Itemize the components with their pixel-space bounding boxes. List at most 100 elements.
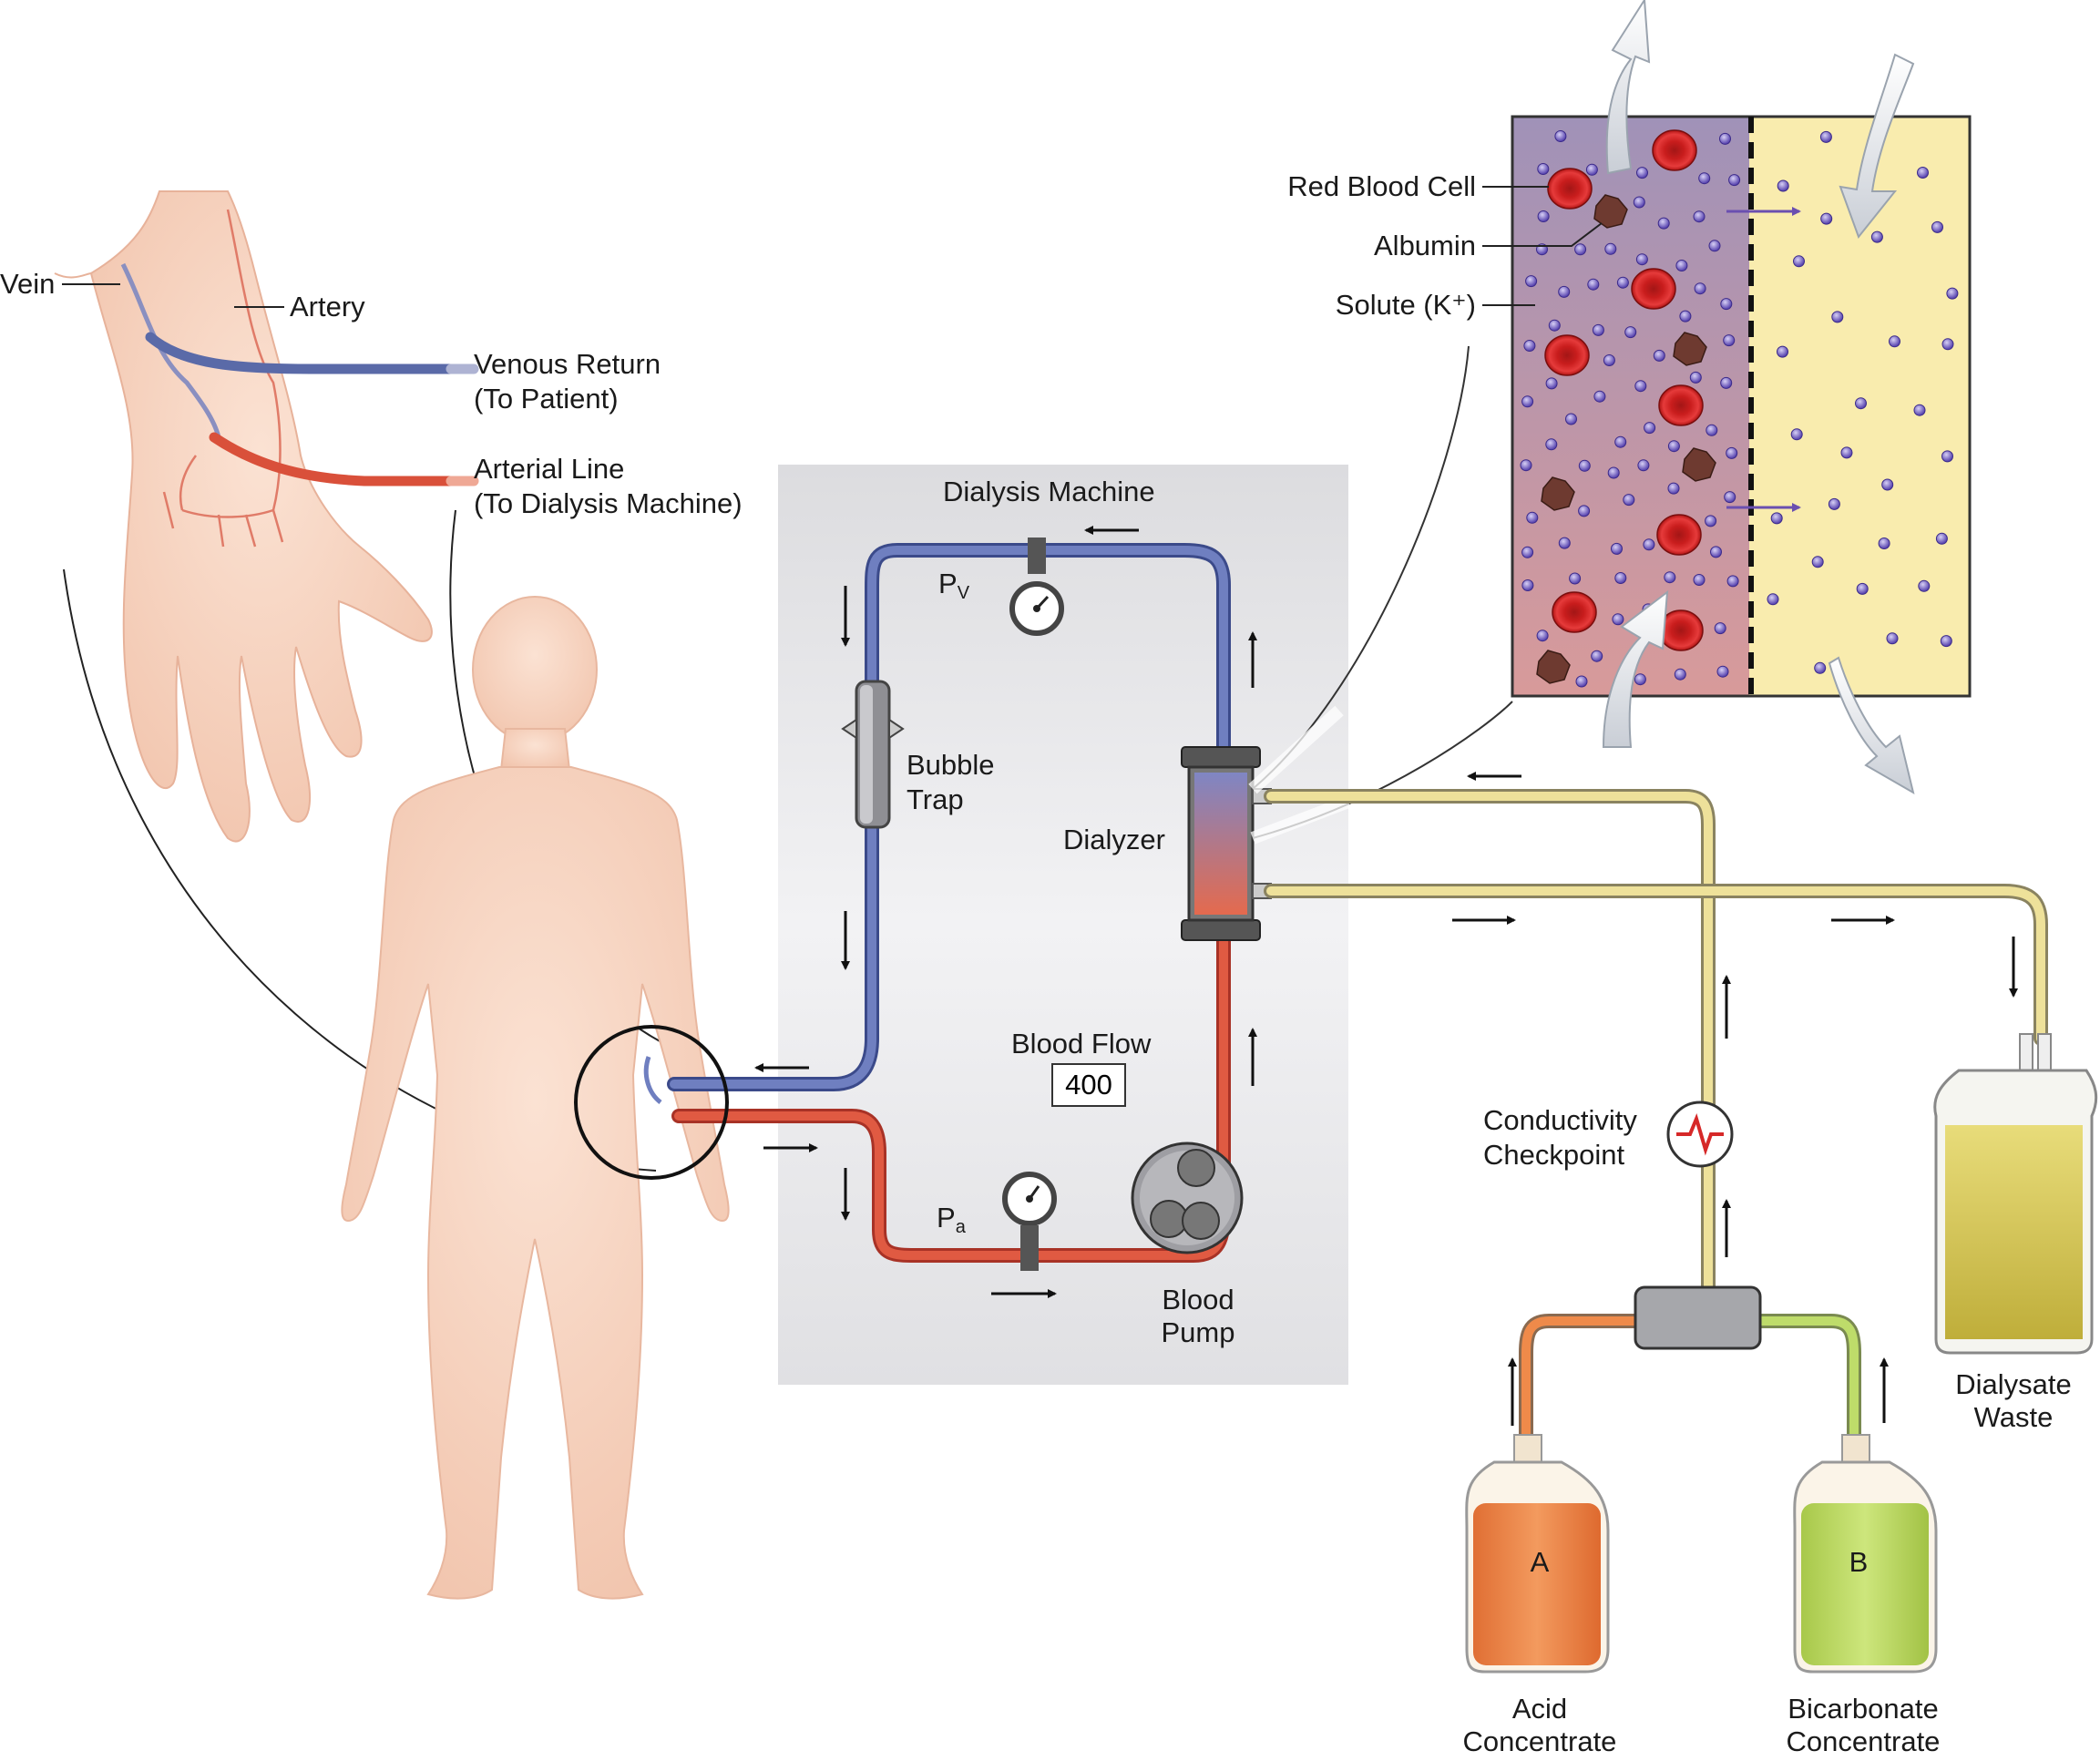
albumin-molecule: [1673, 332, 1707, 366]
solute-particle: [1855, 397, 1867, 410]
solute-particle: [1814, 661, 1827, 674]
pv-label: PV: [938, 567, 969, 610]
pv-subscript: V: [957, 583, 970, 603]
solute-particle: [1578, 459, 1591, 472]
solute-particle: [1604, 242, 1617, 255]
red-blood-cell: [1552, 591, 1597, 633]
solute-particle: [1726, 446, 1738, 459]
solute-particle: [1633, 196, 1645, 209]
access-site-magnifier: [574, 1025, 729, 1180]
arterial-pressure-gauge: [1002, 1172, 1057, 1271]
small-flow-arrows: [754, 526, 2018, 1426]
dialyzer: [1181, 746, 1272, 941]
solute-particle: [1593, 390, 1606, 403]
solute-particle: [1636, 167, 1648, 179]
solute-particle: [1720, 298, 1733, 311]
dialysis-machine-title: Dialysis Machine: [943, 476, 1155, 507]
solute-particle: [1558, 537, 1571, 549]
conductivity-label-2: Checkpoint: [1483, 1139, 1625, 1171]
red-blood-cell: [1658, 384, 1704, 426]
solute-particle: [1657, 217, 1670, 230]
red-blood-cell: [1652, 129, 1697, 171]
bicarbonate-concentrate-bottle: [1793, 1434, 1938, 1674]
venous-return-label-1: Venous Return: [474, 348, 661, 380]
solute-particle: [1770, 512, 1783, 525]
dialysate-waste-label-2: Waste: [1973, 1401, 2054, 1433]
rbc-label: Red Blood Cell: [1287, 170, 1476, 202]
solute-particle: [1634, 380, 1647, 393]
solute-particle: [1889, 335, 1900, 348]
solute-particle: [1664, 571, 1676, 584]
albumin-molecule: [1682, 447, 1716, 482]
bubble-trap: [841, 680, 905, 829]
solute-particle: [1940, 635, 1952, 648]
solute-particle: [1706, 424, 1718, 436]
arterial-line-tube: [209, 432, 456, 486]
venous-return-tube: [145, 332, 456, 374]
solute-particle: [1828, 497, 1840, 510]
solute-particle: [1720, 376, 1733, 389]
solute-particle: [1705, 515, 1717, 527]
solute-particle: [1724, 491, 1736, 504]
solute-particle: [1856, 582, 1869, 595]
solute-particle: [1790, 428, 1803, 441]
solute-particle: [1614, 572, 1627, 584]
solute-particle: [1777, 345, 1788, 358]
solute-particle: [1545, 377, 1558, 390]
blood-pump: [1131, 1142, 1244, 1254]
albumin-molecule: [1536, 650, 1571, 684]
solute-particle: [1574, 243, 1587, 256]
solute-particle: [1521, 579, 1534, 591]
solute-particle: [1521, 546, 1534, 558]
solute-particle: [1941, 338, 1954, 351]
solute-particle: [1793, 255, 1805, 268]
solute-particle: [1565, 413, 1577, 425]
solute-particle: [1521, 395, 1534, 408]
arterial-line-label-2: (To Dialysis Machine): [474, 487, 743, 519]
blood-pump-label-1: Blood: [1162, 1284, 1234, 1316]
solute-particle: [1611, 542, 1623, 555]
membrane-closeup: [1511, 115, 1972, 698]
patient-body: [341, 596, 730, 1600]
red-blood-cell: [1631, 268, 1676, 310]
solute-particle: [1635, 253, 1648, 266]
pa-label: Pa: [937, 1201, 966, 1244]
solute-particle: [1667, 482, 1680, 495]
solute-particle: [1591, 650, 1603, 662]
pa-subscript: a: [955, 1217, 966, 1237]
acid-concentrate-bottle: [1465, 1434, 1610, 1674]
solute-particle: [1607, 466, 1620, 479]
solute-particle: [1719, 132, 1731, 145]
solute-particle: [1831, 311, 1844, 323]
venous-return-label-2: (To Patient): [474, 383, 619, 415]
solute-particle: [1554, 130, 1567, 142]
albumin-leader: [1482, 222, 1603, 247]
solute-particle: [1693, 574, 1706, 586]
solute-particle: [1918, 579, 1931, 592]
solute-particle: [1637, 459, 1650, 472]
bicarb-bottle-letter: B: [1849, 1546, 1869, 1578]
solute-particle: [1537, 210, 1550, 222]
solute-particle: [1674, 668, 1686, 681]
solute-particle: [1881, 478, 1894, 491]
flow-arrows-3d: [1602, 0, 1915, 795]
solute-particle: [1878, 538, 1890, 549]
blood-pump-label-2: Pump: [1161, 1316, 1235, 1348]
blood-flow-value: 400: [1051, 1063, 1126, 1107]
solute-particle: [1946, 287, 1959, 300]
red-blood-cell: [1547, 168, 1593, 210]
solute-particle: [1643, 538, 1655, 551]
dialysate-waste-label-1: Dialysate: [1955, 1368, 2072, 1400]
solute-particle: [1820, 212, 1833, 225]
solute-particle: [1525, 275, 1538, 288]
artery-label: Artery: [290, 291, 365, 323]
arterial-line-label-1: Arterial Line: [474, 453, 625, 485]
solute-particle: [1726, 575, 1739, 588]
solute-particle: [1592, 323, 1604, 336]
blood-flow-label: Blood Flow: [1011, 1028, 1152, 1060]
bicarbonate-concentrate-label-2: Concentrate: [1786, 1725, 1941, 1757]
solute-particle: [1667, 440, 1680, 453]
solute-particle: [1548, 319, 1561, 332]
albumin-molecule: [1593, 194, 1628, 229]
dialysate-tubing: [1264, 789, 2048, 1447]
